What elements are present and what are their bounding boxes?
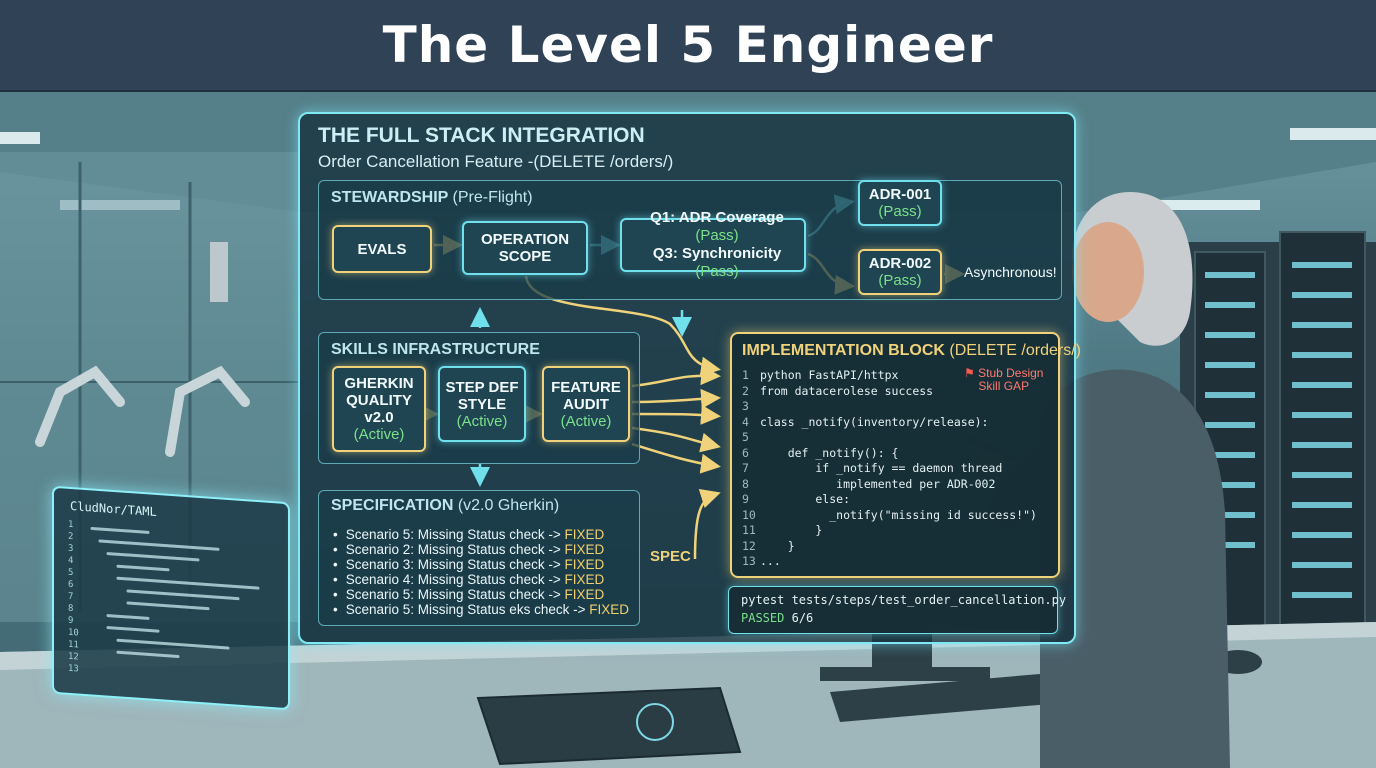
code-line: 9 else: [742, 492, 851, 506]
implementation-block: IMPLEMENTATION BLOCK (DELETE /orders/) ⚑… [730, 332, 1081, 578]
operation-scope-label-1: OPERATION [480, 231, 570, 248]
line-number: 11 [68, 639, 79, 651]
line-number: 3 [68, 543, 74, 555]
specification-title: SPECIFICATION (v2.0 Gherkin) [331, 497, 560, 514]
line-number: 5 [68, 567, 74, 579]
left-code-monitor: CludNor/TAML 1 2 3 4 5 6 7 8 9 10 11 12 … [52, 485, 290, 711]
scenario-item: Scenario 4: Missing Status check -> FIXE… [333, 572, 629, 587]
audit-status: (Active) [560, 412, 612, 430]
line-number: 10 [68, 627, 79, 639]
adr-002-node: ADR-002 (Pass) [858, 249, 942, 295]
office-scene: CludNor/TAML 1 2 3 4 5 6 7 8 9 10 11 12 … [0, 92, 1376, 768]
implementation-title: IMPLEMENTATION BLOCK (DELETE /orders/) [742, 342, 1081, 359]
operation-scope-node: OPERATION SCOPE [462, 221, 588, 275]
adr-001-status: (Pass) [878, 203, 922, 220]
code-line: 10 _notify("missing id success!") [742, 507, 1037, 522]
scenario-item: Scenario 2: Missing Status check -> FIXE… [333, 542, 629, 557]
left-monitor-title: CludNor/TAML [70, 498, 157, 520]
code-line: 3 [742, 399, 749, 413]
code-line: 12 } [742, 538, 795, 553]
panel-title: THE FULL STACK INTEGRATION [318, 124, 645, 147]
evals-label: EVALS [357, 240, 407, 258]
adr-002-status: (Pass) [878, 272, 922, 289]
code-line: 13... [742, 554, 781, 568]
code-line: 8 implemented per ADR-002 [742, 476, 996, 491]
page-title: The Level 5 Engineer [382, 16, 994, 74]
line-number: 7 [68, 591, 74, 603]
line-number: 4 [68, 555, 74, 567]
scenario-item: Scenario 3: Missing Status check -> FIXE… [333, 557, 629, 572]
line-number: 6 [68, 579, 74, 591]
code-line: 7 if _notify == daemon thread [742, 461, 1003, 475]
line-number: 13 [68, 663, 79, 675]
gherkin-quality-node: GHERKIN QUALITY v2.0 (Active) [332, 366, 426, 452]
adr-002-label: ADR-002 [868, 255, 932, 272]
stepdef-label-2: STYLE [457, 395, 507, 413]
spec-tag: SPEC [650, 548, 691, 565]
title-bar: The Level 5 Engineer [0, 0, 1376, 92]
code-line: 6 def _notify(): { [742, 445, 899, 460]
line-number: 12 [68, 651, 79, 663]
q1-check: Q1: ADR Coverage (Pass) [650, 209, 784, 244]
gherkin-label-3: v2.0 [364, 409, 394, 426]
stewardship-title: STEWARDSHIP (Pre-Flight) [331, 189, 533, 206]
gherkin-label-2: QUALITY [346, 392, 412, 409]
audit-label-2: AUDIT [563, 395, 609, 413]
gherkin-status: (Active) [353, 426, 405, 443]
scenario-item: Scenario 5: Missing Status check -> FIXE… [333, 527, 629, 542]
line-number: 2 [68, 531, 74, 543]
scenario-list: Scenario 5: Missing Status check -> FIXE… [333, 527, 629, 617]
stepdef-status: (Active) [456, 412, 508, 430]
specification-section: SPECIFICATION (v2.0 Gherkin) Scenario 5:… [318, 490, 640, 626]
step-def-style-node: STEP DEF STYLE (Active) [438, 366, 526, 442]
scenario-item: Scenario 5: Missing Status eks check -> … [333, 602, 629, 617]
asynchronous-note: Asynchronous! [964, 264, 1057, 280]
feature-audit-node: FEATURE AUDIT (Active) [542, 366, 630, 442]
gherkin-label-1: GHERKIN [344, 375, 414, 392]
audit-label-1: FEATURE [551, 378, 621, 396]
adr-001-label: ADR-001 [868, 186, 932, 203]
evals-node: EVALS [332, 225, 432, 273]
flag-icon: ⚑ [964, 366, 975, 380]
code-line: 11 } [742, 523, 823, 537]
left-monitor-line-numbers: 1 2 3 4 5 6 7 8 9 10 11 12 13 [68, 519, 79, 676]
code-line: 5 [742, 430, 749, 444]
q3-check: Q3: Synchronicity (Pass) [652, 245, 782, 280]
operation-scope-label-2: SCOPE [498, 248, 552, 265]
stepdef-label-1: STEP DEF [445, 378, 519, 396]
line-number: 8 [68, 603, 74, 615]
adr-001-node: ADR-001 (Pass) [858, 180, 942, 226]
test-result: PASSED 6/6 [741, 611, 814, 625]
skills-title: SKILLS INFRASTRUCTURE [331, 341, 540, 358]
line-number: 1 [68, 519, 74, 531]
pytest-command: pytest tests/steps/test_order_cancellati… [741, 593, 1067, 607]
stub-design-flag: ⚑ Stub Design Skill GAP [964, 366, 1044, 393]
test-result-box: pytest tests/steps/test_order_cancellati… [728, 586, 1066, 634]
line-number: 9 [68, 615, 74, 627]
scenario-item: Scenario 5: Missing Status check -> FIXE… [333, 587, 629, 602]
blurred-code-lines [90, 526, 260, 658]
full-stack-integration-panel: THE FULL STACK INTEGRATION Order Cancell… [298, 112, 1081, 644]
pre-flight-checks-node: Q1: ADR Coverage (Pass) Q3: Synchronicit… [620, 209, 806, 280]
panel-subtitle: Order Cancellation Feature -(DELETE /ord… [318, 152, 674, 171]
